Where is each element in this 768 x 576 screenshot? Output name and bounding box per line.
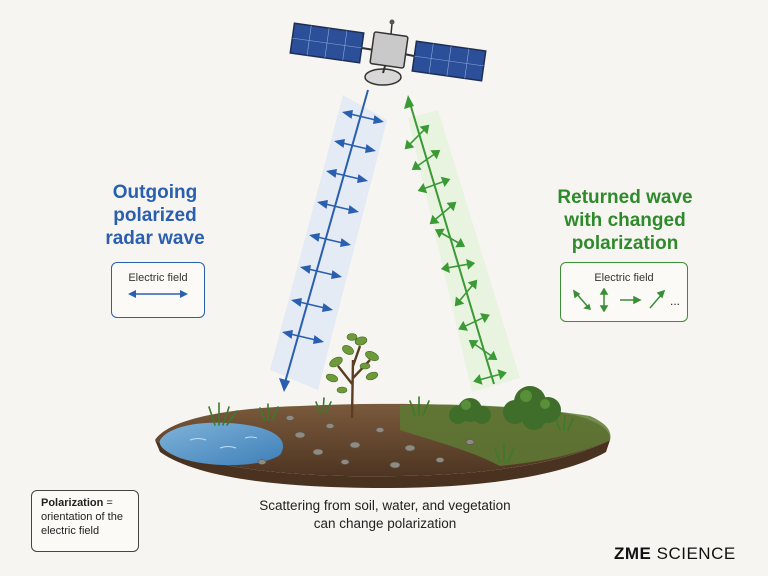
polarization-eq: = bbox=[103, 497, 113, 509]
zme-science-logo: ZME SCIENCE bbox=[614, 544, 736, 564]
logo-part1: ZME bbox=[614, 544, 652, 563]
mixed-arrows-icon: ... bbox=[572, 288, 680, 312]
returned-title-line2: with changed bbox=[564, 210, 686, 231]
returned-beam-arrowhead bbox=[404, 95, 414, 109]
legend-ellipsis: ... bbox=[670, 294, 680, 308]
returned-beam-band bbox=[408, 110, 520, 392]
returned-electric-field-legend: Electric field ... bbox=[560, 262, 688, 322]
outgoing-beam-arrowhead bbox=[279, 378, 290, 392]
satellite-body bbox=[369, 31, 409, 69]
outgoing-wave-title: Outgoing polarized radar wave bbox=[80, 181, 230, 250]
outgoing-title-line2: polarized bbox=[113, 205, 197, 226]
antenna-dish bbox=[364, 68, 402, 86]
returned-title-line3: polarization bbox=[571, 233, 679, 254]
polarization-term: Polarization bbox=[41, 497, 104, 509]
caption-line1: Scattering from soil, water, and vegetat… bbox=[259, 498, 511, 513]
satellite bbox=[289, 19, 487, 86]
legend-label: Electric field bbox=[128, 272, 188, 284]
caption-line2: can change polarization bbox=[313, 516, 457, 531]
outgoing-beam-band bbox=[270, 95, 387, 390]
pebbles bbox=[257, 415, 475, 469]
outgoing-beam-line bbox=[283, 89, 369, 387]
polarization-note-line2: orientation of the bbox=[41, 511, 123, 523]
outgoing-title-line1: Outgoing bbox=[112, 182, 198, 203]
polarization-note-line3: electric field bbox=[41, 525, 100, 537]
logo-part2: SCIENCE bbox=[656, 544, 736, 563]
polarization-note-line1: Polarization = bbox=[41, 496, 138, 510]
returned-title-line1: Returned wave bbox=[557, 187, 693, 208]
outgoing-electric-field-legend: Electric field bbox=[111, 262, 205, 318]
returned-wave-title: Returned wave with changed polarization bbox=[540, 186, 710, 255]
water-pond bbox=[159, 422, 284, 466]
soil-side bbox=[155, 440, 610, 488]
scattering-caption: Scattering from soil, water, and vegetat… bbox=[230, 497, 540, 533]
legend-label: Electric field bbox=[594, 272, 654, 284]
returned-beam-line bbox=[408, 99, 495, 385]
polarization-note: Polarization = orientation of the electr… bbox=[31, 490, 139, 552]
returned-field-arrows bbox=[404, 124, 507, 385]
outgoing-field-arrows bbox=[282, 110, 384, 344]
outgoing-title-line3: radar wave bbox=[105, 228, 205, 249]
grass-tufts bbox=[208, 396, 574, 463]
tree-sapling bbox=[325, 333, 379, 419]
ground-patch bbox=[155, 333, 611, 488]
double-arrow-icon bbox=[128, 290, 188, 298]
